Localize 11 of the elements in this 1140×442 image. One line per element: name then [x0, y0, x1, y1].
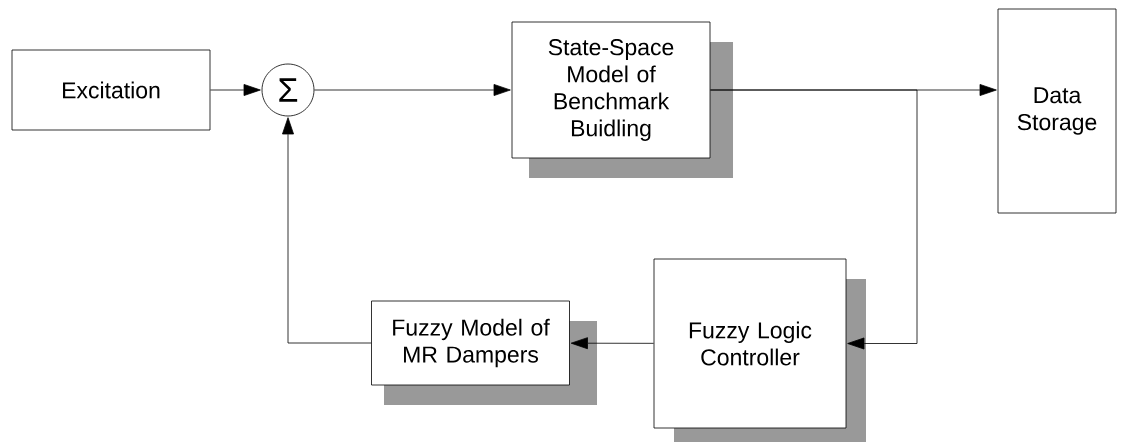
arrow [210, 84, 261, 96]
process-box: Fuzzy Model of MR Dampers [371, 300, 597, 405]
summing-junction: Σ [261, 63, 315, 117]
arrow [314, 84, 511, 96]
arrow [710, 89, 918, 350]
process-box: Excitation [11, 49, 211, 131]
process-box: State-Space Model of Benchmark Buidling [511, 21, 733, 178]
storage-box: Data Storage [997, 8, 1117, 214]
arrow [282, 117, 372, 344]
process-box: Fuzzy Logic Controller [653, 258, 866, 442]
arrow [570, 337, 654, 350]
